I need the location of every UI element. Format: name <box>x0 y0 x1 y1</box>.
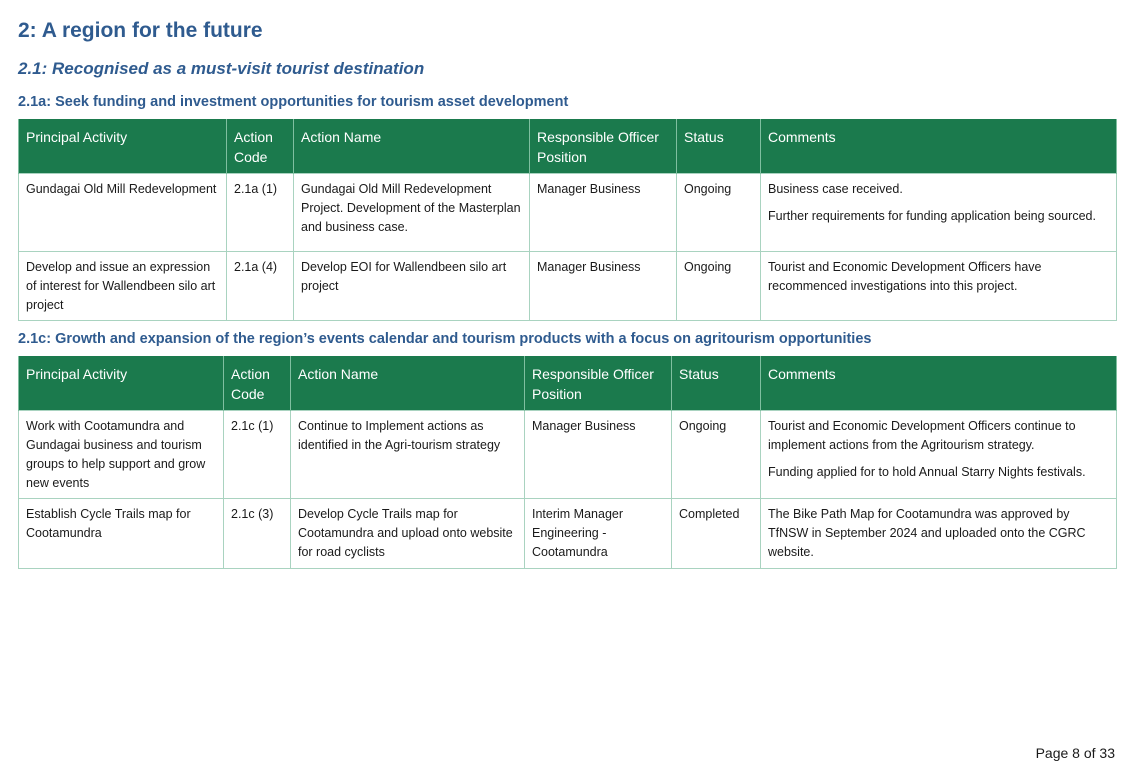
cell-status: Ongoing <box>671 410 761 499</box>
table-row: Gundagai Old Mill Redevelopment 2.1a (1)… <box>18 173 1117 252</box>
header-status: Status <box>676 119 761 174</box>
header-responsible-officer: Responsible Officer Position <box>529 119 677 174</box>
cell-action-code: 2.1a (1) <box>226 173 294 252</box>
subsection-title: 2.1: Recognised as a must-visit tourist … <box>18 59 425 78</box>
cell-principal-activity: Gundagai Old Mill Redevelopment <box>18 173 227 252</box>
cell-principal-activity: Develop and issue an expression of inter… <box>18 251 227 321</box>
table-row: Work with Cootamundra and Gundagai busin… <box>18 410 1117 499</box>
cell-status: Ongoing <box>676 173 761 252</box>
comment-paragraph: Tourist and Economic Development Officer… <box>768 260 1042 293</box>
cell-responsible-officer: Manager Business <box>524 410 672 499</box>
cell-action-code: 2.1c (3) <box>223 498 291 569</box>
cell-principal-activity: Work with Cootamundra and Gundagai busin… <box>18 410 224 499</box>
header-action-name: Action Name <box>293 119 530 174</box>
cell-responsible-officer: Manager Business <box>529 173 677 252</box>
header-action-name: Action Name <box>290 356 525 411</box>
cell-action-name: Gundagai Old Mill Redevelopment Project.… <box>293 173 530 252</box>
cell-action-name: Continue to Implement actions as identif… <box>290 410 525 499</box>
comment-paragraph: Funding applied for to hold Annual Starr… <box>768 465 1086 479</box>
table-row: Develop and issue an expression of inter… <box>18 251 1117 321</box>
header-comments: Comments <box>760 356 1117 411</box>
comment-paragraph: Further requirements for funding applica… <box>768 209 1096 223</box>
cell-comments: Tourist and Economic Development Officer… <box>760 251 1117 321</box>
table-header-row: Principal Activity Action Code Action Na… <box>18 356 1117 411</box>
header-status: Status <box>671 356 761 411</box>
table-header-row: Principal Activity Action Code Action Na… <box>18 119 1117 174</box>
cell-comments: Business case received. Further requirem… <box>760 173 1117 252</box>
header-principal-activity: Principal Activity <box>18 119 227 174</box>
cell-action-name: Develop Cycle Trails map for Cootamundra… <box>290 498 525 569</box>
cell-principal-activity: Establish Cycle Trails map for Cootamund… <box>18 498 224 569</box>
comment-paragraph: Tourist and Economic Development Officer… <box>768 419 1076 452</box>
comment-paragraph: Business case received. <box>768 182 903 196</box>
page-number: Page 8 of 33 <box>1035 745 1115 761</box>
table-row: Establish Cycle Trails map for Cootamund… <box>18 498 1117 569</box>
header-comments: Comments <box>760 119 1117 174</box>
actions-table-2-1a: Principal Activity Action Code Action Na… <box>18 119 1117 321</box>
cell-action-code: 2.1c (1) <box>223 410 291 499</box>
cell-status: Ongoing <box>676 251 761 321</box>
header-action-code: Action Code <box>226 119 294 174</box>
header-principal-activity: Principal Activity <box>18 356 224 411</box>
header-action-code: Action Code <box>223 356 291 411</box>
comment-paragraph: The Bike Path Map for Cootamundra was ap… <box>768 507 1086 559</box>
table-heading-2-1c: 2.1c: Growth and expansion of the region… <box>18 331 872 347</box>
cell-comments: The Bike Path Map for Cootamundra was ap… <box>760 498 1117 569</box>
cell-action-code: 2.1a (4) <box>226 251 294 321</box>
table-heading-2-1a: 2.1a: Seek funding and investment opport… <box>18 94 569 110</box>
cell-comments: Tourist and Economic Development Officer… <box>760 410 1117 499</box>
section-title: 2: A region for the future <box>18 19 263 42</box>
actions-table-2-1c: Principal Activity Action Code Action Na… <box>18 356 1117 569</box>
cell-responsible-officer: Interim Manager Engineering - Cootamundr… <box>524 498 672 569</box>
cell-responsible-officer: Manager Business <box>529 251 677 321</box>
header-responsible-officer: Responsible Officer Position <box>524 356 672 411</box>
cell-action-name: Develop EOI for Wallendbeen silo art pro… <box>293 251 530 321</box>
cell-status: Completed <box>671 498 761 569</box>
